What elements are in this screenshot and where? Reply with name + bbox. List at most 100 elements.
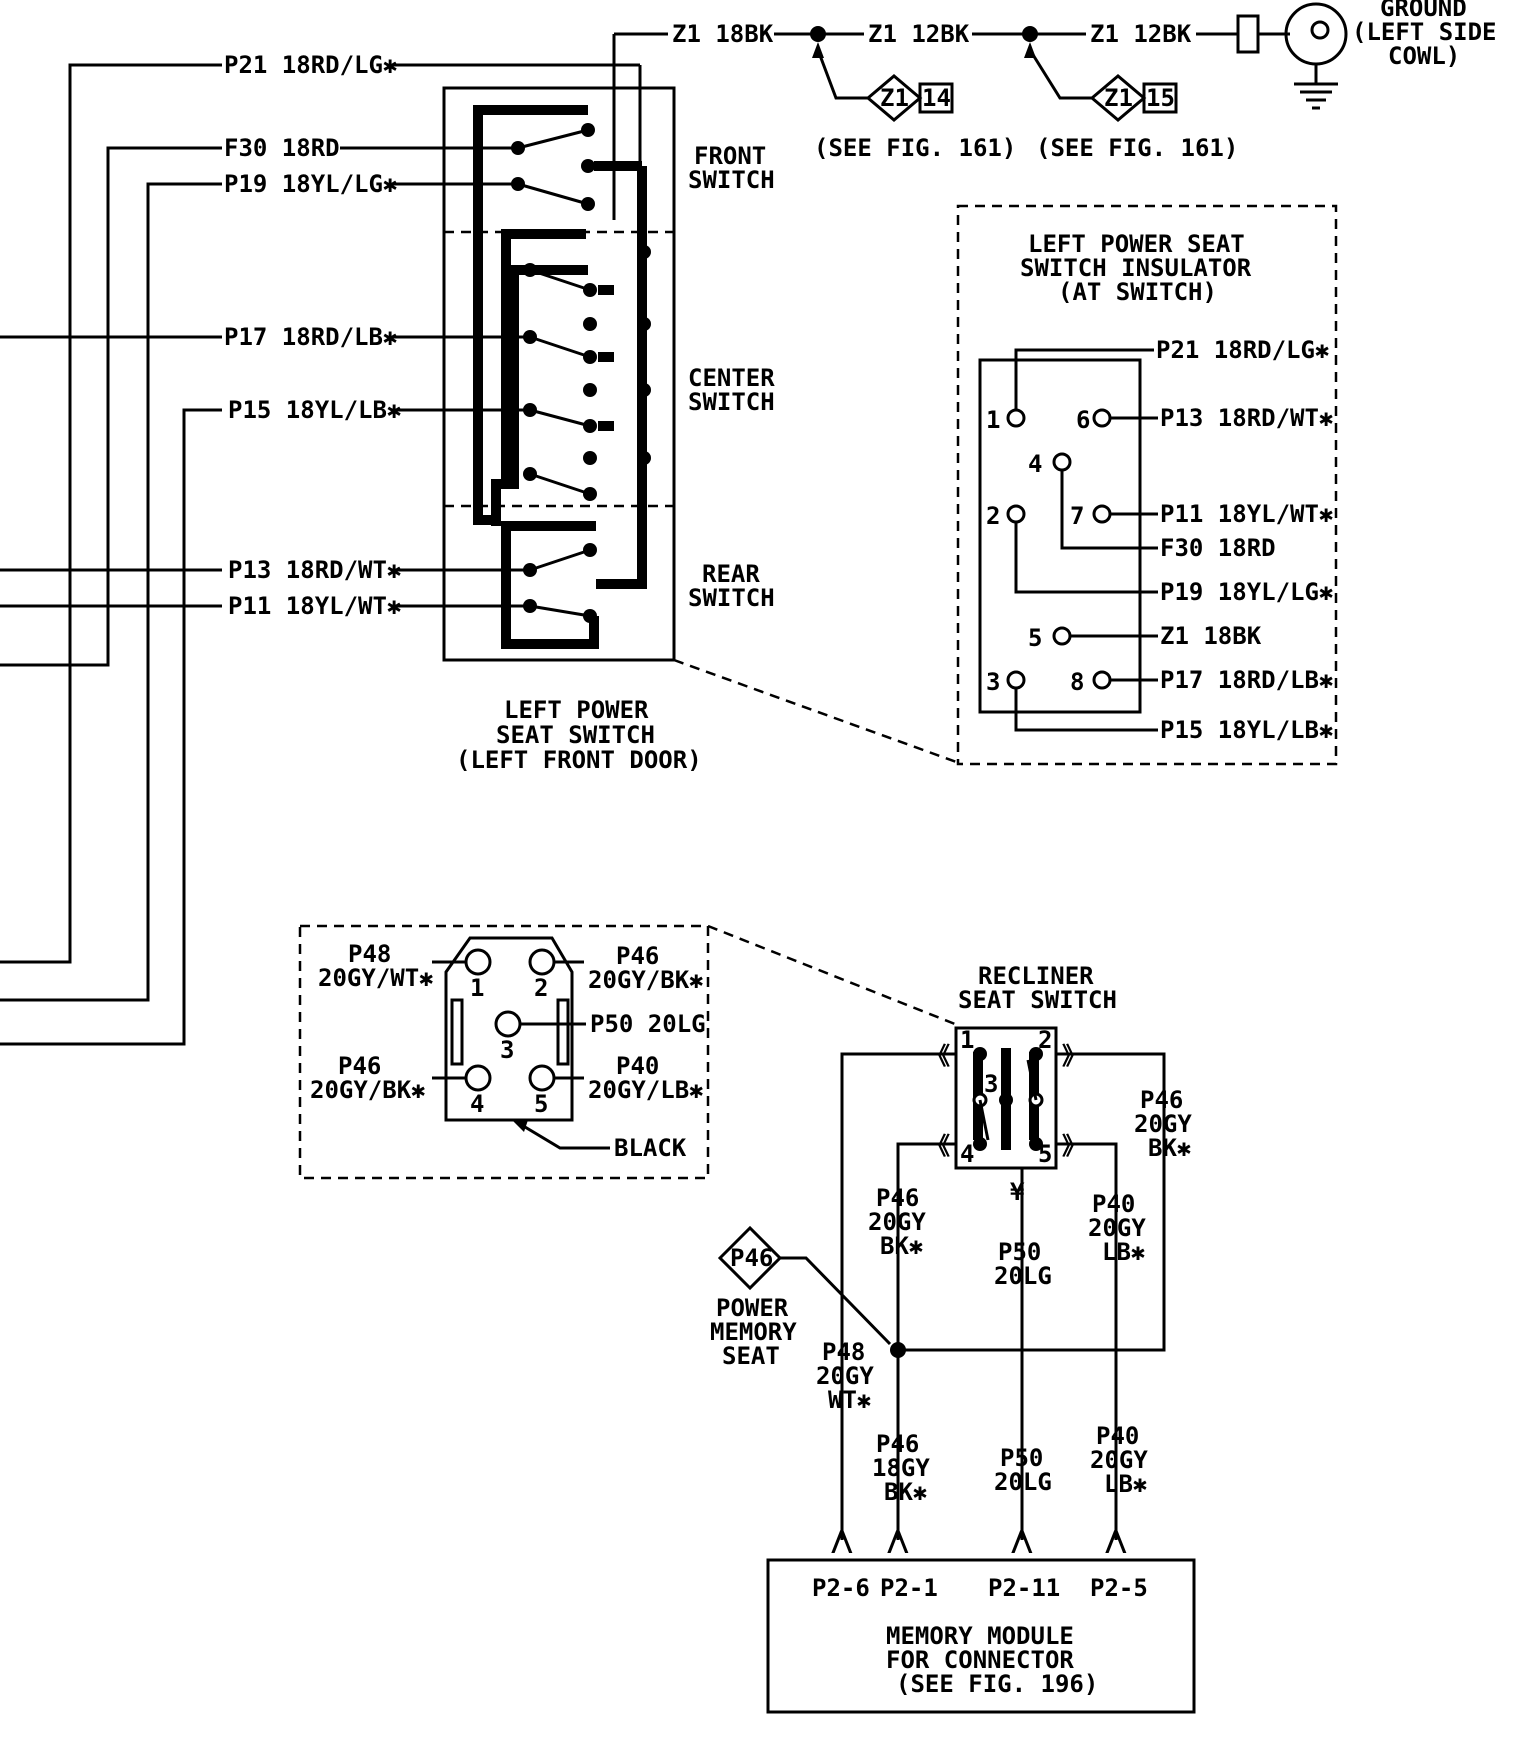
svg-text:2: 2	[1038, 1026, 1052, 1054]
rs-right-2: 20GY	[1134, 1110, 1192, 1138]
ins-wire-p17: P17 18RD/LB✱	[1160, 666, 1333, 694]
rs-center-2: 20LG	[994, 1262, 1052, 1290]
svg-text:4: 4	[960, 1140, 974, 1168]
svg-text:6: 6	[1076, 406, 1090, 434]
seat-wire-p17: P17 18RD/LB✱	[224, 323, 397, 351]
svg-text:《: 《	[926, 1132, 950, 1160]
lower-p48-3: WT✱	[828, 1386, 871, 1414]
insulator-pin-3	[1006, 670, 1026, 690]
rc-left-top-1: P48	[348, 940, 391, 968]
svg-text:⋀: ⋀	[831, 1526, 853, 1554]
svg-text:》: 》	[1062, 1042, 1086, 1070]
rc-left-top-2: 20GY/WT✱	[318, 964, 434, 992]
svg-text:4: 4	[470, 1090, 484, 1118]
insulator-pin-4	[1052, 452, 1072, 472]
svg-text:7: 7	[1070, 502, 1084, 530]
seat-switch-housing	[442, 86, 676, 662]
svg-text:3: 3	[500, 1036, 514, 1064]
rs-center-1: P50	[998, 1238, 1041, 1266]
rs-right-inner-2: 20GY	[1088, 1214, 1146, 1242]
rc-left-bottom-1: P46	[338, 1052, 381, 1080]
insulator-title-2: SWITCH INSULATOR	[1020, 254, 1252, 282]
svg-text:3: 3	[986, 668, 1000, 696]
rs-left-1: P46	[876, 1184, 919, 1212]
insulator-pin-8	[1092, 670, 1112, 690]
svg-text:1: 1	[470, 974, 484, 1002]
ground-label-line1: GROUND	[1380, 0, 1467, 22]
front-switch-label-2: SWITCH	[688, 166, 775, 194]
top-wire-z1-12bk-2: Z1 12BK	[1090, 20, 1192, 48]
recliner-seat-switch: RECLINER SEAT SWITCH 1 2 3 4 5 《 》 《 》 ¥…	[710, 962, 1192, 1554]
ins-wire-z1: Z1 18BK	[1160, 622, 1262, 650]
svg-text:P46: P46	[730, 1244, 773, 1272]
rs-right-1: P46	[1140, 1086, 1183, 1114]
ground-label-line3: COWL)	[1388, 42, 1460, 70]
seat-wire-p21: P21 18RD/LG✱	[224, 51, 397, 79]
svg-text:⋀: ⋀	[1011, 1526, 1033, 1554]
recliner-splice	[890, 1342, 906, 1358]
recliner-title-2: SEAT SWITCH	[958, 986, 1117, 1014]
mm-pin-p2-1: P2-1	[880, 1574, 938, 1602]
seat-wire-p13: P13 18RD/WT✱	[228, 556, 401, 584]
rc-right-top-2: 20GY/BK✱	[588, 966, 704, 994]
svg-text:1: 1	[960, 1026, 974, 1054]
lower-p48-2: 20GY	[816, 1362, 874, 1390]
see-fig-161-b: (SEE FIG. 161)	[1036, 134, 1238, 162]
rc-pin-2	[528, 948, 556, 976]
memory-label-1: POWER	[716, 1294, 789, 1322]
rs-left-2: 20GY	[868, 1208, 926, 1236]
lower-p46-2: 18GY	[872, 1454, 930, 1482]
svg-text:⋀: ⋀	[887, 1526, 909, 1554]
insulator-pin-2	[1006, 504, 1026, 524]
seat-wire-p11: P11 18YL/WT✱	[228, 592, 401, 620]
splice-tag-z1-15: Z1 15	[1089, 74, 1178, 122]
center-switch-contacts	[523, 245, 651, 501]
mm-pin-p2-5: P2-5	[1090, 1574, 1148, 1602]
insulator-pin-6	[1092, 408, 1112, 428]
mm-title-1: MEMORY MODULE	[886, 1622, 1074, 1650]
svg-text:1: 1	[986, 406, 1000, 434]
lower-p50-1: P50	[1000, 1444, 1043, 1472]
svg-text:5: 5	[534, 1090, 548, 1118]
recliner-title-1: RECLINER	[978, 962, 1094, 990]
recliner-connector-detail: 1 2 3 4 5 P48 20GY/WT✱ P46 20GY/BK✱ P50 …	[298, 924, 961, 1180]
ground-label-line2: (LEFT SIDE	[1352, 18, 1497, 46]
splice-tag-z1-14: Z1 14	[865, 74, 954, 122]
rc-pin-5	[528, 1064, 556, 1092]
svg-text:5: 5	[1028, 624, 1042, 652]
rs-right-inner-1: P40	[1092, 1190, 1135, 1218]
rc-pin-3	[494, 1010, 522, 1038]
seat-wire-p19: P19 18YL/LG✱	[224, 170, 397, 198]
insulator-pin-1	[1006, 408, 1026, 428]
seat-wire-p15: P15 18YL/LB✱	[228, 396, 401, 424]
left-power-seat-switch: P21 18RD/LG✱ F30 18RD P19 18YL/LG✱ P17 1…	[224, 51, 963, 774]
rs-right-3: BK✱	[1148, 1134, 1191, 1162]
svg-text:15: 15	[1146, 84, 1175, 112]
svg-text:3: 3	[984, 1070, 998, 1098]
svg-text:》: 》	[1062, 1132, 1086, 1160]
mm-title-2: FOR CONNECTOR	[886, 1646, 1074, 1674]
top-wire-z1-18bk: Z1 18BK	[672, 20, 774, 48]
switch-insulator-detail: LEFT POWER SEAT SWITCH INSULATOR (AT SWI…	[956, 204, 1338, 766]
svg-text:8: 8	[1070, 668, 1084, 696]
svg-text:¥: ¥	[1010, 1178, 1025, 1206]
ins-wire-p11: P11 18YL/WT✱	[1160, 500, 1333, 528]
mm-pin-p2-11: P2-11	[988, 1574, 1060, 1602]
top-splice-chain: Z1 18BK Z1 12BK Z1 12BK Z1 14 (SEE FIG. …	[612, 0, 1497, 220]
rc-right-top-1: P46	[616, 942, 659, 970]
svg-text:⋀: ⋀	[1105, 1526, 1127, 1554]
rc-middle: P50 20LG	[590, 1010, 706, 1038]
rear-switch-contacts	[523, 543, 597, 623]
rc-right-bottom-2: 20GY/LB✱	[588, 1076, 704, 1104]
svg-text:2: 2	[986, 502, 1000, 530]
ins-wire-p15: P15 18YL/LB✱	[1160, 716, 1333, 744]
ins-wire-f30: F30 18RD	[1160, 534, 1276, 562]
see-fig-161-a: (SEE FIG. 161)	[814, 134, 1016, 162]
lower-p46-3: BK✱	[884, 1478, 927, 1506]
ins-wire-p21: P21 18RD/LG✱	[1156, 336, 1329, 364]
rc-black: BLACK	[614, 1134, 687, 1162]
memory-label-2: MEMORY	[710, 1318, 797, 1346]
ground-icon	[1236, 2, 1348, 110]
lower-p50-2: 20LG	[994, 1468, 1052, 1496]
